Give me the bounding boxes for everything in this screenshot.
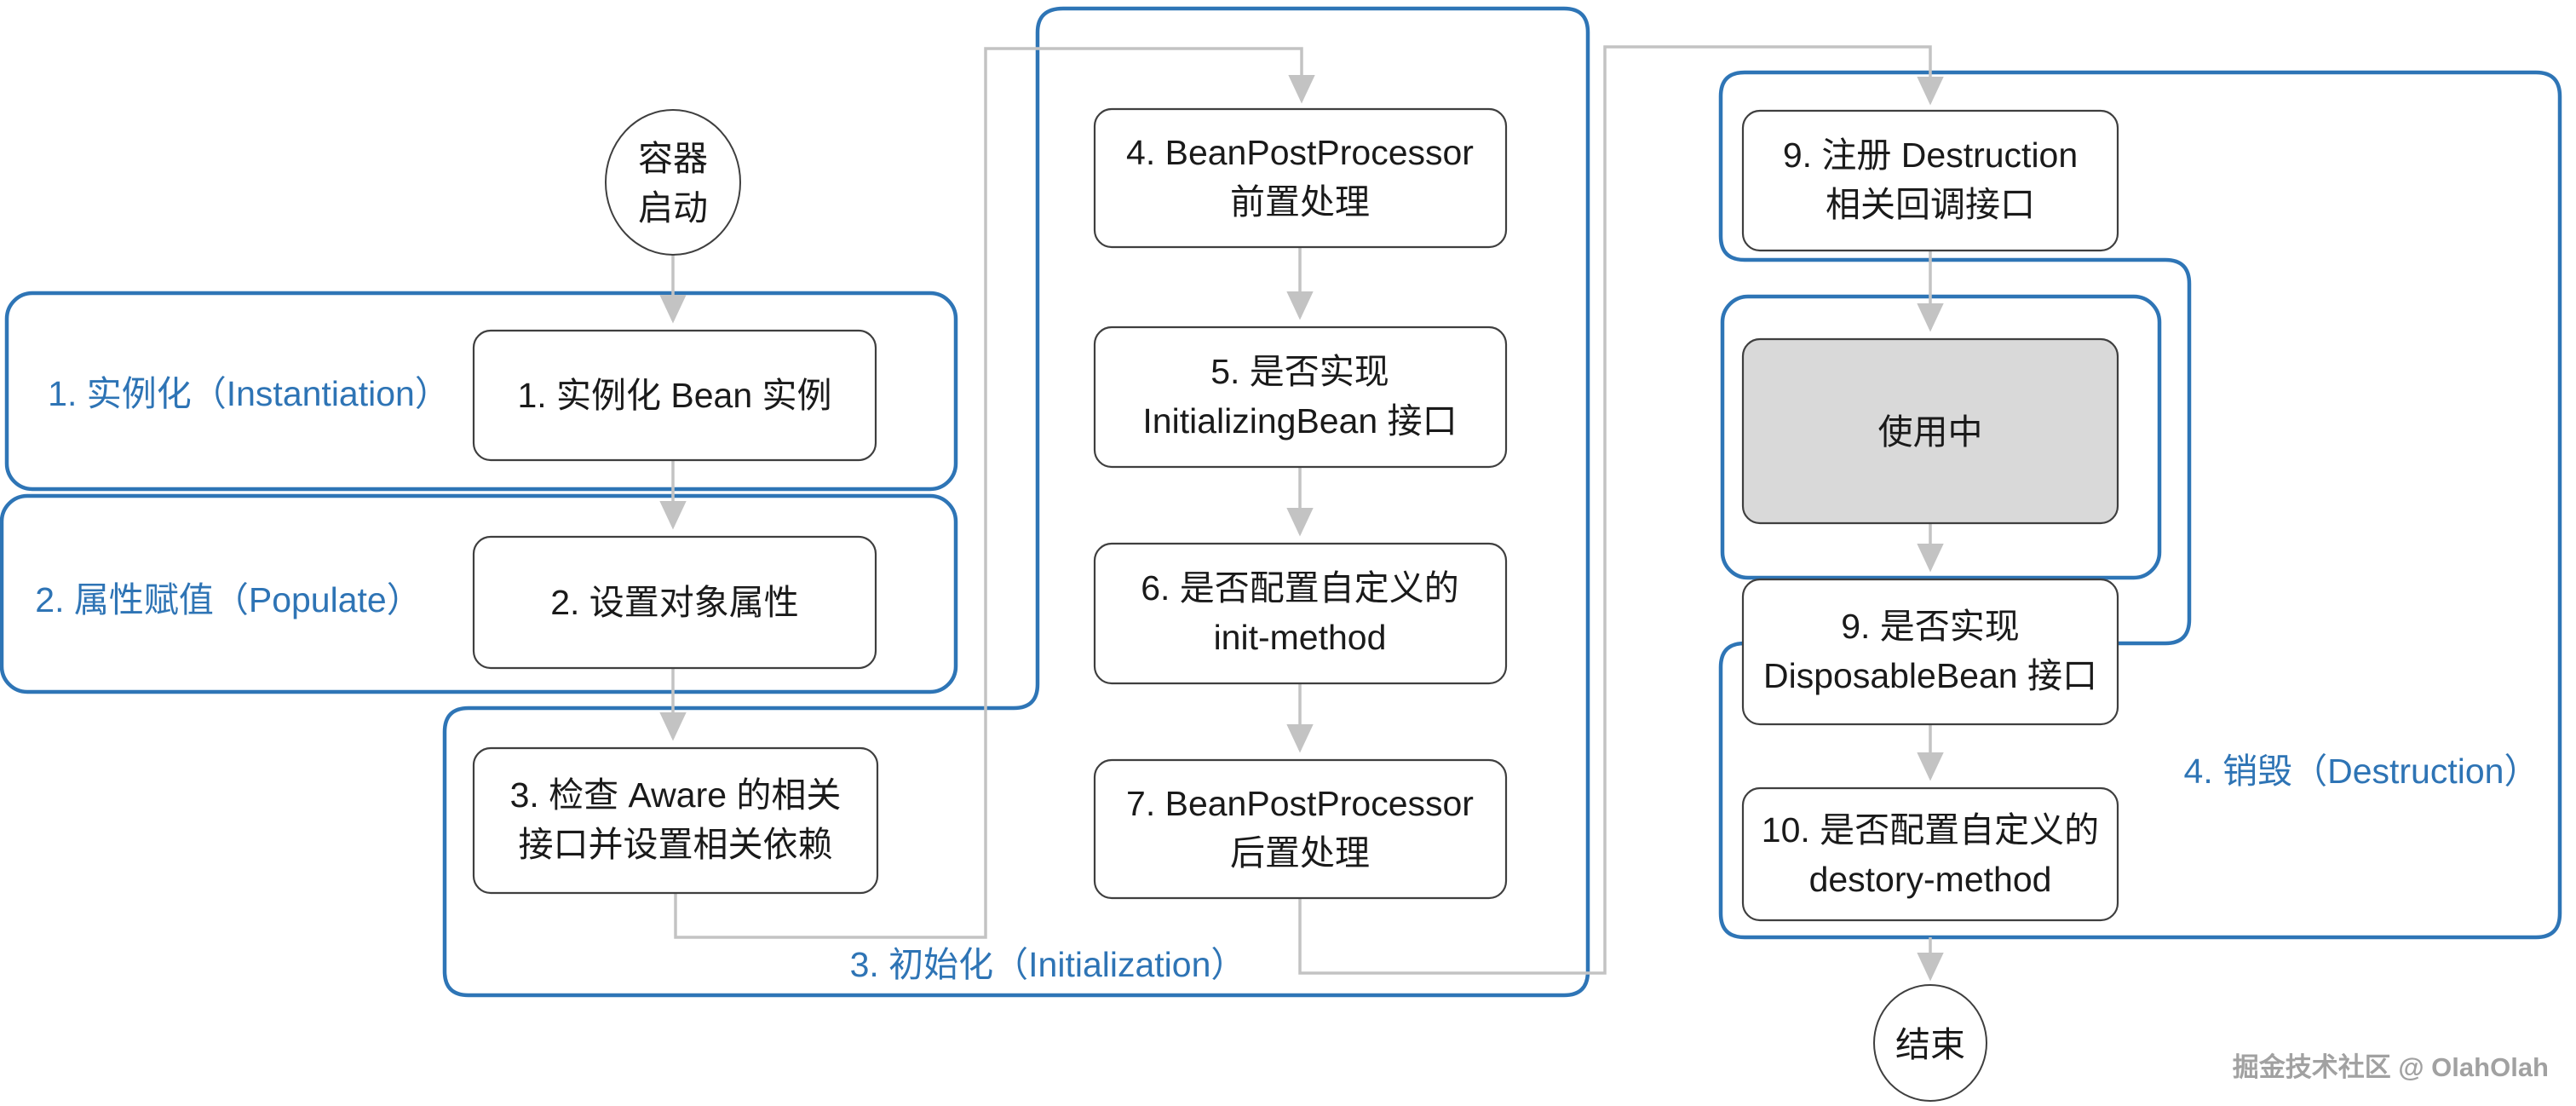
node-step10 bbox=[1741, 786, 2119, 922]
node-step9-register-label-line1: 9. 注册 Destruction bbox=[1783, 135, 2078, 175]
node-step7 bbox=[1093, 758, 1508, 900]
label-populate: 2. 属性赋值（Populate） bbox=[35, 580, 421, 619]
node-step2 bbox=[472, 535, 877, 670]
node-step6-label-line1: 6. 是否配置自定义的 bbox=[1141, 568, 1459, 608]
node-step1 bbox=[472, 329, 877, 462]
end-label: 结束 bbox=[1895, 1025, 1965, 1064]
node-step4-label-line2: 前置处理 bbox=[1230, 182, 1370, 222]
node-step7-label-line1: 7. BeanPostProcessor bbox=[1126, 784, 1474, 823]
node-step3-label-line1: 3. 检查 Aware 的相关 bbox=[510, 775, 842, 815]
group-initialization bbox=[442, 6, 1590, 998]
node-step3-label-line2: 接口并设置相关依赖 bbox=[519, 825, 833, 864]
node-step6 bbox=[1093, 542, 1508, 685]
group-populate bbox=[0, 493, 958, 694]
label-initialization: 3. 初始化（Initialization） bbox=[850, 945, 1246, 984]
node-in-use-label: 使用中 bbox=[1878, 412, 1983, 452]
phase-labels: 1. 实例化（Instantiation） 2. 属性赋值（Populate） … bbox=[35, 374, 2539, 984]
node-step9-register-label-line2: 相关回调接口 bbox=[1826, 185, 2035, 224]
node-step1-label: 1. 实例化 Bean 实例 bbox=[517, 376, 831, 415]
node-step10-label-line1: 10. 是否配置自定义的 bbox=[1762, 810, 2099, 850]
end-circle bbox=[1873, 984, 1987, 1102]
group-in-use bbox=[1720, 294, 2162, 580]
node-step9-dispose-label-line2: DisposableBean 接口 bbox=[1763, 656, 2097, 695]
watermark: 掘金技术社区 @ OlahOlah bbox=[2233, 1052, 2549, 1082]
node-step7-label-line2: 后置处理 bbox=[1230, 833, 1370, 873]
node-step9-dispose bbox=[1741, 578, 2119, 726]
label-destruction: 4. 销毁（Destruction） bbox=[2184, 752, 2539, 791]
group-instantiation bbox=[4, 291, 958, 492]
node-step3 bbox=[472, 746, 879, 895]
process-nodes: 1. 实例化 Bean 实例 2. 设置对象属性 3. 检查 Aware 的相关… bbox=[472, 107, 2119, 922]
node-step4-label-line1: 4. BeanPostProcessor bbox=[1126, 133, 1474, 172]
node-step6-label-line2: init-method bbox=[1214, 618, 1387, 657]
node-step9-register bbox=[1741, 109, 2119, 252]
node-step5-label-line1: 5. 是否实现 bbox=[1210, 352, 1389, 391]
node-step5-label-line2: InitializingBean 接口 bbox=[1142, 401, 1457, 441]
connectors bbox=[659, 45, 1944, 982]
start-label-line1: 容器 bbox=[638, 139, 708, 178]
node-step5 bbox=[1093, 325, 1508, 469]
connector-step3-to-step4 bbox=[674, 47, 1315, 939]
start-label-line2: 启动 bbox=[638, 188, 708, 228]
label-instantiation: 1. 实例化（Instantiation） bbox=[48, 374, 450, 413]
node-step2-label: 2. 设置对象属性 bbox=[550, 583, 799, 622]
node-in-use bbox=[1741, 337, 2119, 525]
node-step10-label-line2: destory-method bbox=[1809, 860, 2052, 899]
start-circle bbox=[605, 109, 741, 256]
node-step9-dispose-label-line1: 9. 是否实现 bbox=[1841, 607, 2020, 646]
connector-step7-to-register bbox=[1298, 45, 1944, 975]
terminals: 容器 启动 结束 bbox=[605, 109, 1987, 1102]
node-step4 bbox=[1093, 107, 1508, 249]
